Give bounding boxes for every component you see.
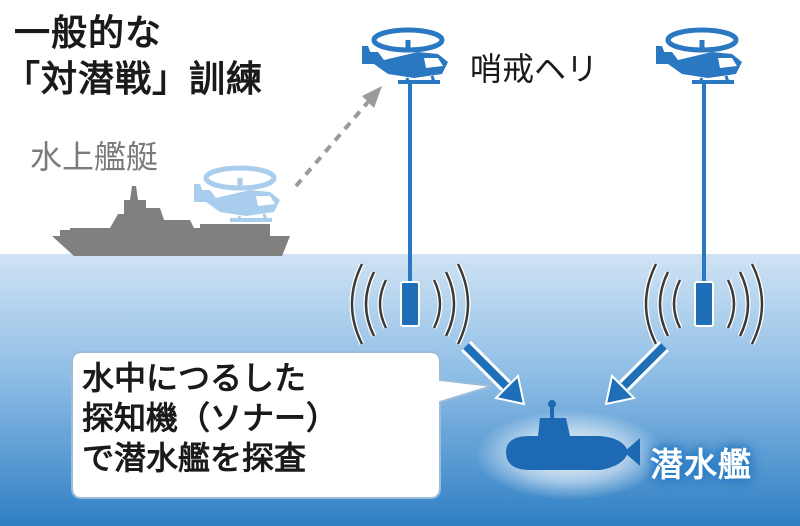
surface-ship-label: 水上艦艇 bbox=[30, 138, 159, 176]
arrow-icon bbox=[604, 341, 669, 406]
arrow-icon bbox=[461, 341, 526, 406]
helicopter-icon bbox=[194, 168, 280, 220]
helicopter-icon bbox=[362, 30, 448, 82]
submarine-icon bbox=[506, 400, 640, 470]
sonar-icon bbox=[643, 262, 765, 346]
callout-bubble bbox=[71, 351, 493, 499]
title-line-2: 「対潜戦」訓練 bbox=[4, 59, 264, 100]
callout-line-3: で潜水艦を探査 bbox=[82, 439, 307, 477]
patrol-helicopter-label: 哨戒ヘリ bbox=[470, 50, 599, 88]
ship-icon bbox=[52, 186, 290, 256]
submarine-label: 潜水艦 bbox=[650, 445, 752, 484]
callout-line-1: 水中につるした bbox=[82, 359, 307, 397]
callout-line-2: 探知機（ソナー） bbox=[82, 399, 339, 437]
helicopter-icon bbox=[656, 30, 742, 82]
callout-text: 水中につるした 探知機（ソナー） で潜水艦を探査 bbox=[82, 358, 422, 478]
sonar-icon bbox=[349, 262, 471, 346]
title-line-1: 一般的な bbox=[14, 13, 163, 54]
arrow-icon bbox=[294, 86, 382, 188]
